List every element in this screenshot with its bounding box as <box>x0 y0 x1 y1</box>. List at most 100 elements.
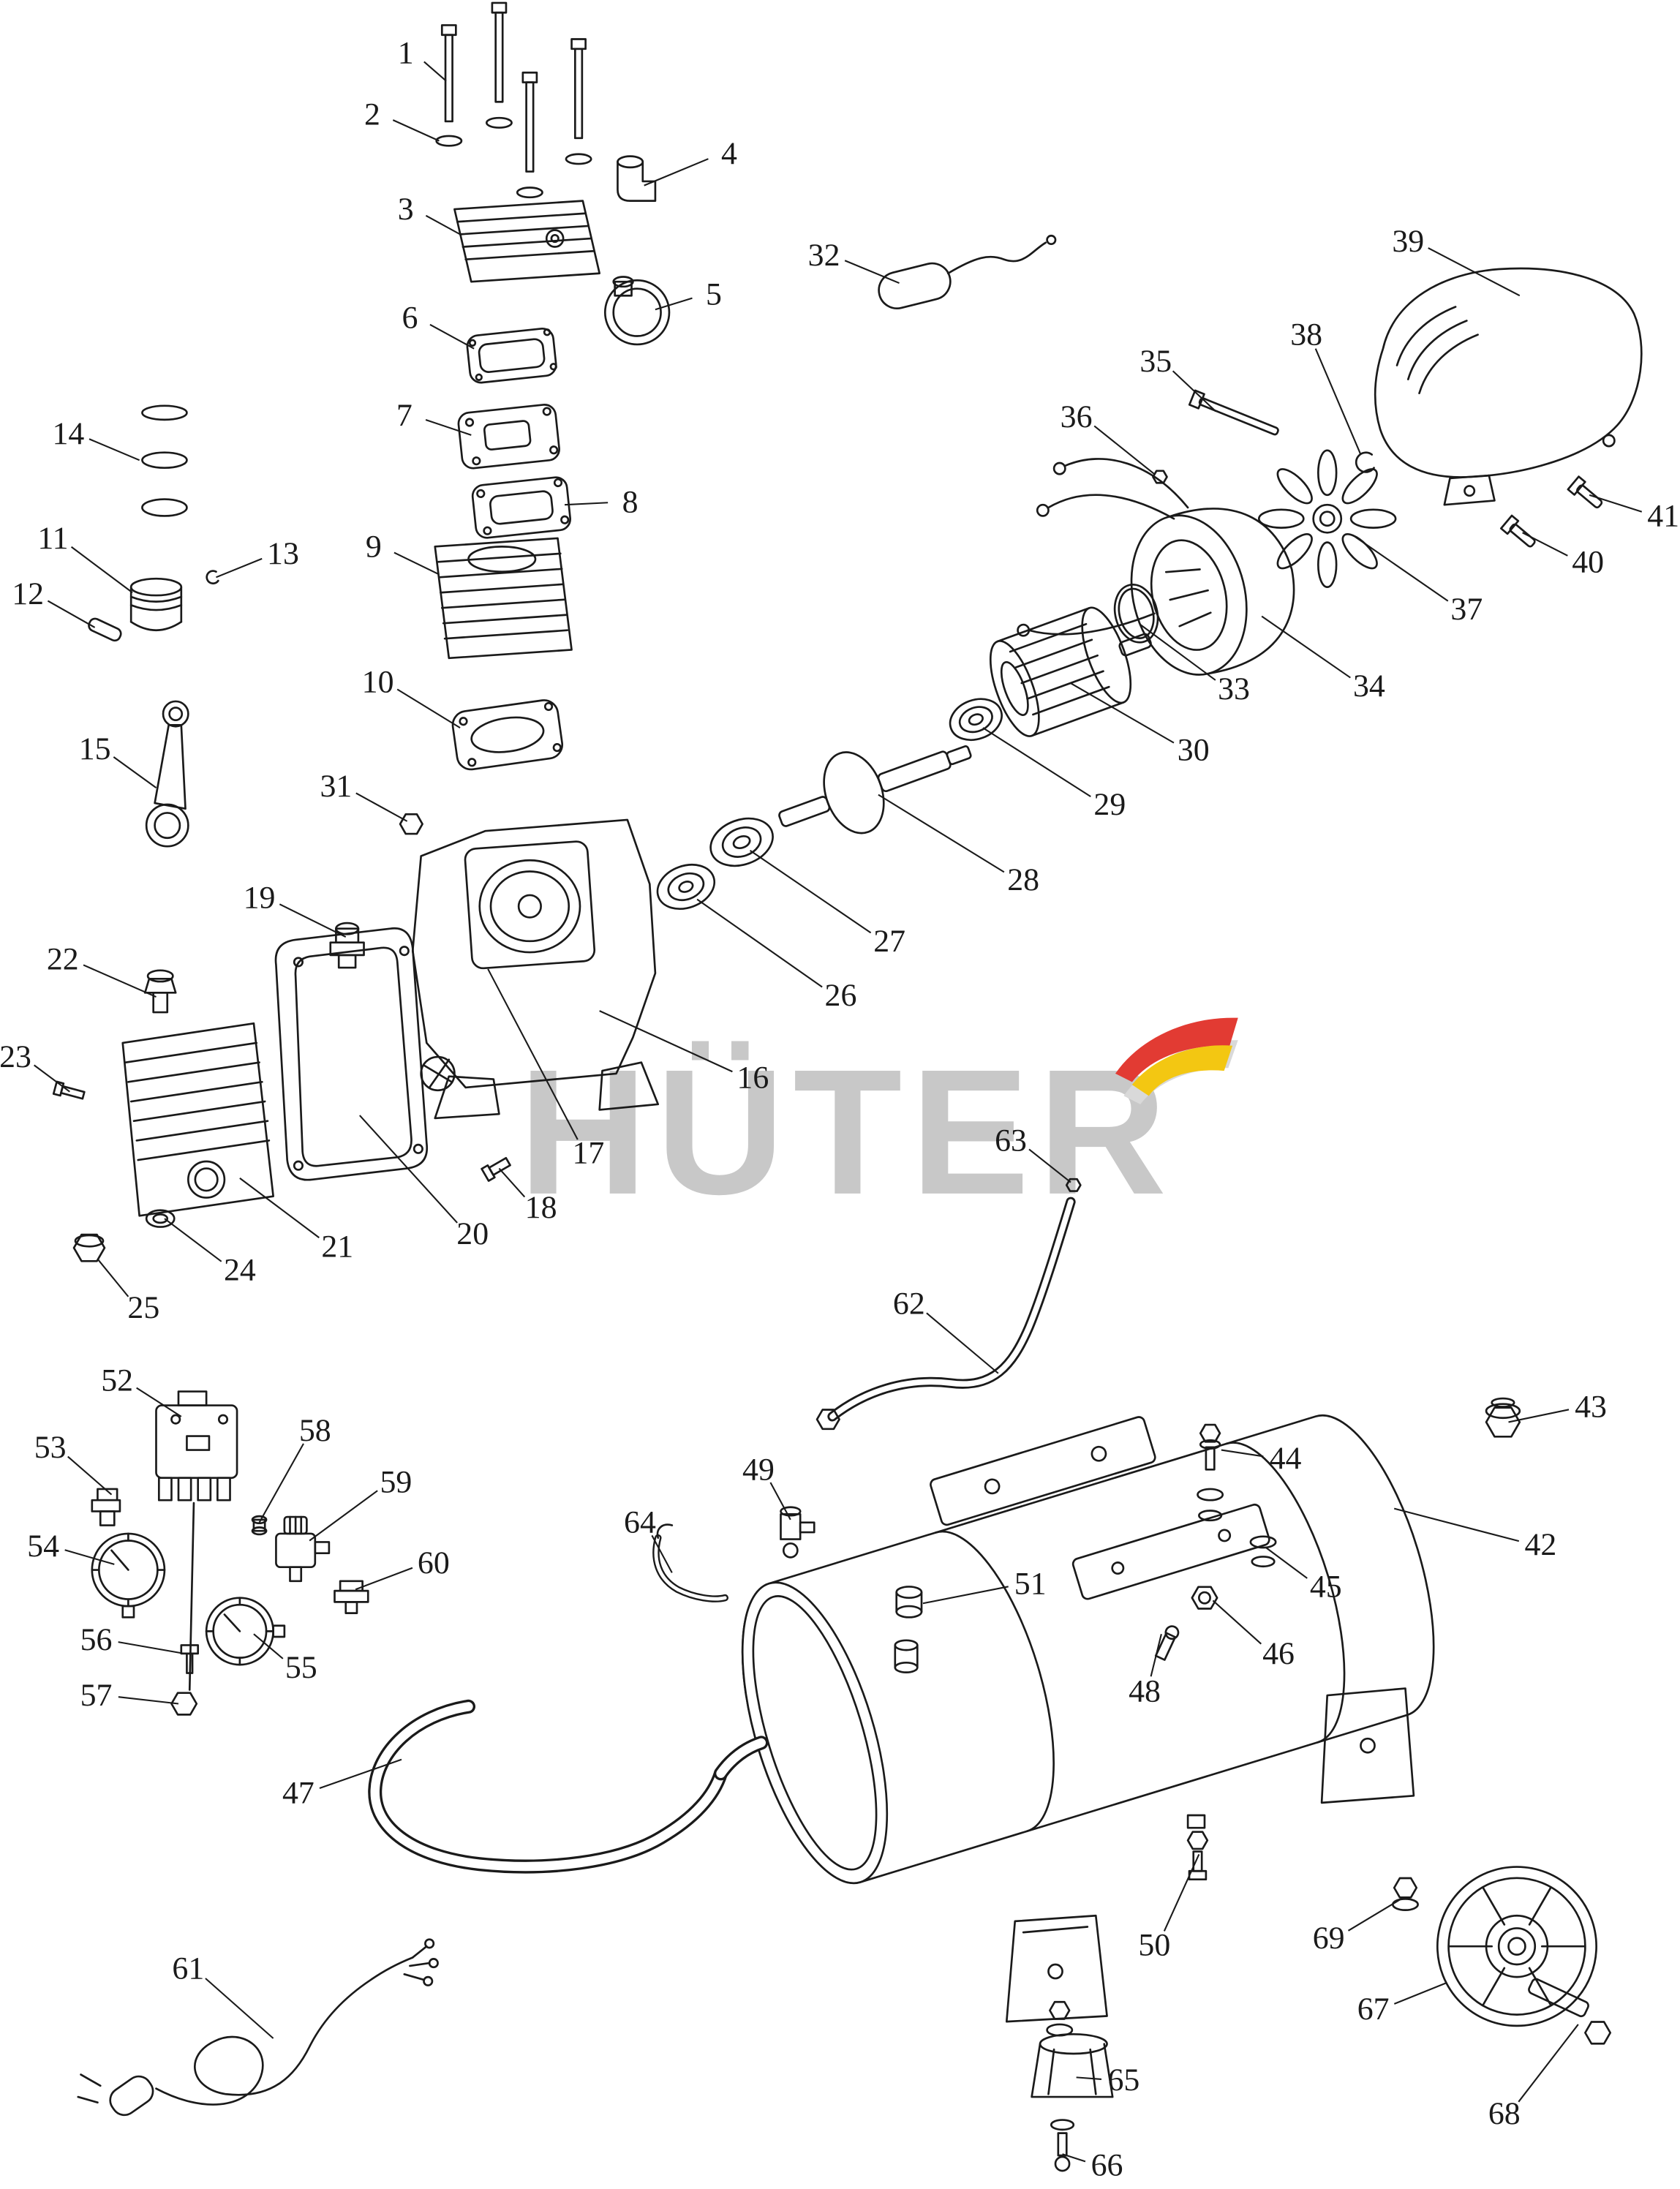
part-nut-57 <box>170 1692 198 1716</box>
leader-line-part-25 <box>97 1258 129 1297</box>
part-bearing-29 <box>949 698 1003 742</box>
part-handle <box>368 1699 769 1874</box>
leader-line-part-55 <box>253 1633 284 1659</box>
leader-line-part-18 <box>498 1167 526 1198</box>
part-stator-housing <box>1130 508 1295 676</box>
part-number-63: 63 <box>995 1123 1027 1158</box>
part-screw-48 <box>1154 1625 1180 1661</box>
part-base-gasket <box>451 699 564 771</box>
leader-line-part-6 <box>429 323 475 350</box>
part-number-59: 59 <box>380 1464 412 1499</box>
part-number-33: 33 <box>1218 671 1250 707</box>
leader-line-part-65 <box>1076 2076 1102 2081</box>
part-number-51: 51 <box>1014 1567 1047 1602</box>
leader-line-part-21 <box>239 1178 320 1239</box>
part-number-10: 10 <box>362 664 394 699</box>
part-number-40: 40 <box>1572 544 1604 579</box>
leader-line-part-47 <box>319 1758 402 1790</box>
leader-line-part-43 <box>1508 1409 1570 1423</box>
part-piston <box>129 577 183 631</box>
leader-line-part-20 <box>359 1115 458 1224</box>
part-pin-clip <box>206 570 219 585</box>
leader-line-part-27 <box>749 850 872 934</box>
part-rotor <box>989 606 1152 737</box>
leader-line-part-12 <box>47 600 96 628</box>
part-foot-screw <box>1050 2119 1075 2172</box>
part-wheel <box>1436 1866 1597 2027</box>
part-number-49: 49 <box>742 1452 775 1487</box>
leader-line-part-54 <box>64 1549 115 1565</box>
part-safety-valve <box>780 1506 815 1559</box>
part-small-tube <box>652 1523 729 1602</box>
leader-line-part-59 <box>309 1490 378 1542</box>
part-tank-plug <box>1485 1397 1521 1438</box>
leader-line-part-14 <box>88 438 140 461</box>
part-discharge-pipe <box>815 1197 1076 1431</box>
part-regulator-59 <box>275 1515 331 1583</box>
leader-line-part-23 <box>34 1064 70 1093</box>
leader-line-part-57 <box>118 1696 179 1705</box>
part-screw-18 <box>481 1156 511 1182</box>
stator-wires <box>1017 458 1189 637</box>
leader-line-part-16 <box>599 1010 733 1073</box>
part-mount-plates <box>930 1416 1277 1661</box>
part-power-cord <box>77 1938 439 2117</box>
leader-line-part-38 <box>1314 348 1362 455</box>
part-bolt-washers <box>435 116 592 199</box>
part-valve-plate <box>457 404 560 470</box>
leader-line-part-10 <box>396 688 461 729</box>
part-foot-bracket-left <box>1005 1914 1108 2037</box>
part-number-24: 24 <box>224 1253 256 1288</box>
leader-line-part-68 <box>1518 2024 1579 2103</box>
part-number-46: 46 <box>1262 1636 1295 1671</box>
part-number-32: 32 <box>808 238 840 273</box>
part-number-43: 43 <box>1575 1389 1607 1424</box>
part-number-12: 12 <box>12 576 44 611</box>
leader-line-part-62 <box>926 1312 999 1374</box>
leader-line-part-26 <box>696 898 823 988</box>
part-number-19: 19 <box>244 881 276 916</box>
leader-line-part-37 <box>1355 536 1449 602</box>
part-fan-shroud <box>1374 267 1643 506</box>
part-fitting-53 <box>91 1488 121 1526</box>
part-piston-rings <box>141 404 188 517</box>
leader-line-part-17 <box>487 968 579 1140</box>
leader-line-part-45 <box>1265 1547 1308 1579</box>
part-number-8: 8 <box>622 484 639 519</box>
leader-line-part-64 <box>651 1534 673 1573</box>
part-bearing-27 <box>709 817 774 867</box>
part-rubber-foot <box>1031 2032 1114 2098</box>
leader-line-part-31 <box>355 792 408 822</box>
leader-line-part-32 <box>844 260 900 285</box>
part-number-21: 21 <box>321 1229 353 1264</box>
part-number-44: 44 <box>1270 1441 1302 1476</box>
part-crankcase <box>411 818 660 1120</box>
part-circlip <box>1355 451 1375 473</box>
part-screw-23 <box>52 1080 86 1100</box>
part-air-filter <box>603 276 671 346</box>
leader-lines <box>34 61 1643 2163</box>
part-number-60: 60 <box>418 1545 450 1580</box>
leader-line-part-1 <box>423 61 447 82</box>
part-number-9: 9 <box>366 529 382 564</box>
leader-line-part-39 <box>1428 247 1521 297</box>
huter-watermark-text: HÜTER <box>519 1032 1175 1232</box>
part-fitting-60 <box>334 1580 369 1614</box>
part-gauge-54 <box>91 1532 166 1619</box>
part-number-27: 27 <box>873 924 905 959</box>
part-cylinder <box>434 537 573 660</box>
part-number-31: 31 <box>320 769 352 804</box>
leader-line-part-67 <box>1393 1981 1448 2005</box>
part-bearing-26 <box>656 863 716 910</box>
part-head-gasket <box>466 327 557 384</box>
part-gauge-55 <box>205 1597 286 1666</box>
part-breather-plug <box>143 969 177 1014</box>
part-nut-46 <box>1191 1586 1218 1610</box>
part-connecting-rod <box>145 700 189 848</box>
part-number-42: 42 <box>1524 1527 1556 1562</box>
part-piston-pin <box>88 617 122 642</box>
part-number-64: 64 <box>624 1505 656 1540</box>
leader-line-part-52 <box>136 1387 182 1417</box>
part-oil-fitting <box>329 922 365 969</box>
